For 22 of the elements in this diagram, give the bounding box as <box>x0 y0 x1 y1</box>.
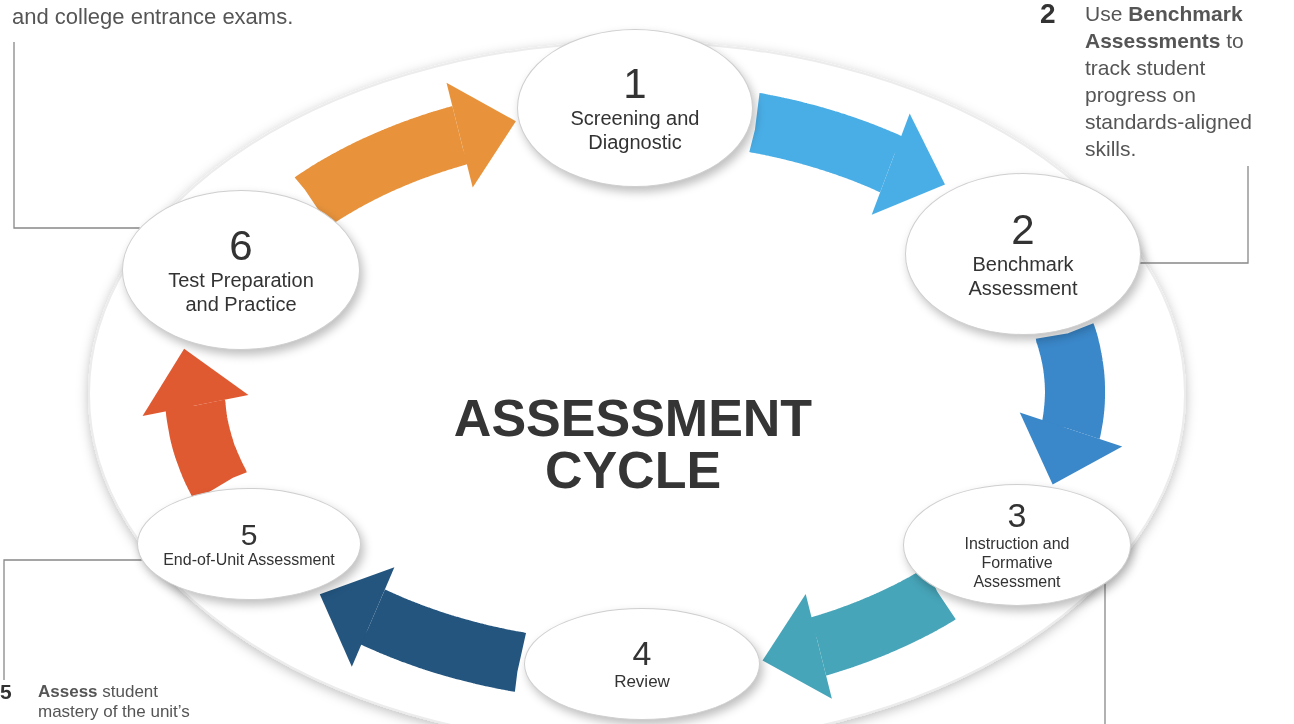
step-label: Benchmark Assessment <box>967 252 1079 301</box>
step-label: Screening and Diagnostic <box>569 106 701 155</box>
leader-line <box>1104 583 1106 724</box>
step-number: 4 <box>632 635 652 672</box>
callout-text: Assess student mastery of the unit’s <box>38 682 191 722</box>
diagram-title: ASSESSMENT CYCLE <box>452 392 814 496</box>
leader-line <box>3 559 143 681</box>
leader-line <box>1139 165 1249 264</box>
callout-text: and college entrance exams. <box>12 3 295 31</box>
step-label: Review <box>614 671 670 693</box>
step-number: 6 <box>229 223 253 269</box>
step-label: Instruction and Formative Assessment <box>963 534 1071 592</box>
leader-line <box>13 41 141 229</box>
callout-text: Use Benchmark Assessments to track student progress on standards-aligned skills. <box>1085 1 1253 162</box>
step-label: End-of-Unit Assessment <box>163 550 335 570</box>
callout-number: 5 <box>0 682 12 702</box>
callout-number: 2 <box>1040 0 1056 27</box>
step-label: Test Preparation and Practice <box>167 268 315 317</box>
step-number: 1 <box>623 61 647 107</box>
step-number: 5 <box>240 518 258 551</box>
step-number: 2 <box>1011 207 1035 253</box>
step-number: 3 <box>1007 498 1027 535</box>
